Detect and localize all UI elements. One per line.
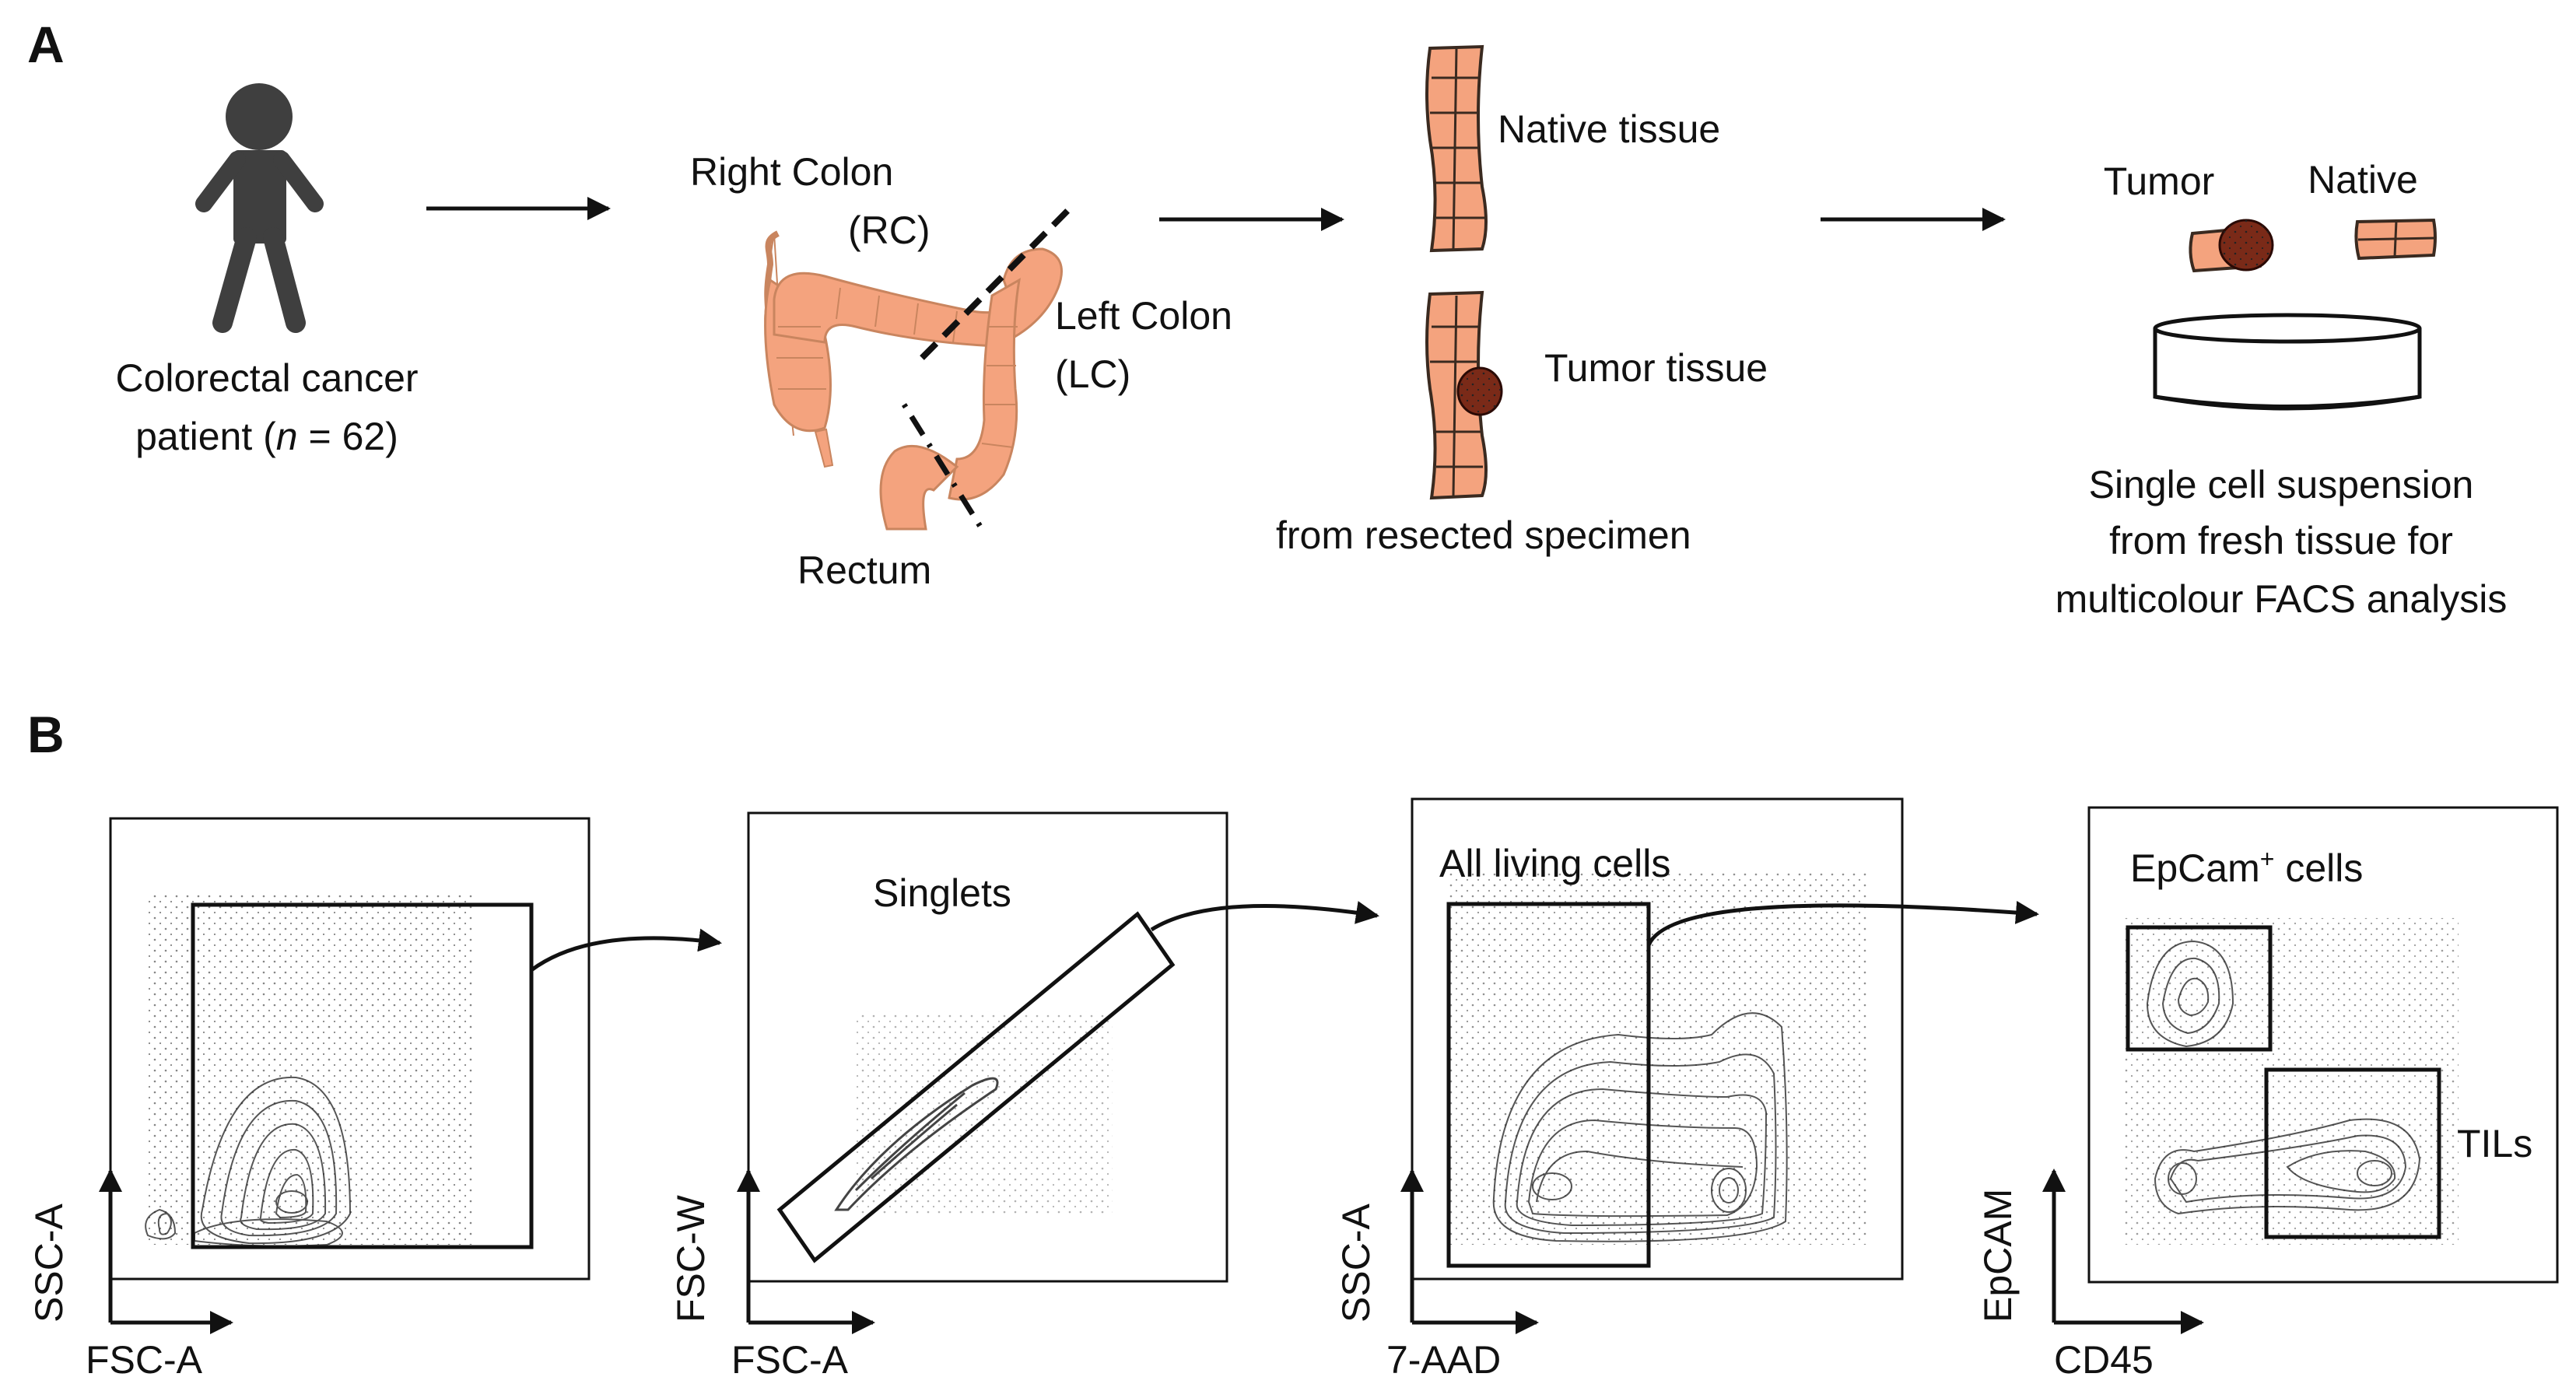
patient-person-icon	[195, 83, 324, 333]
tumor-tissue-label: Tumor tissue	[1544, 346, 1768, 390]
tumor-piece-label: Tumor	[2104, 159, 2215, 203]
gating-arrow-1	[530, 928, 722, 972]
plot-1-gate	[191, 902, 534, 1249]
plot-1-xlabel: FSC-A	[86, 1338, 203, 1382]
facs-plot-2: Singlets	[747, 811, 1228, 1283]
plot-4-gate-label-epcam: EpCam+ cells	[2130, 845, 2363, 890]
processing-text-line2: from fresh tissue for	[2109, 519, 2453, 562]
patient-label-line1: Colorectal cancer	[115, 356, 418, 400]
plot-2-gate	[776, 911, 1176, 1263]
plot-3-axes: 7-AAD SSC-A	[1334, 1169, 1539, 1382]
resected-specimen-label: from resected specimen	[1276, 513, 1691, 557]
left-colon-abbr: (LC)	[1055, 352, 1130, 396]
gating-arrow-3	[1646, 901, 2039, 947]
rectum-label: Rectum	[797, 548, 931, 592]
plot-3-frame	[1411, 797, 1904, 1281]
plot-3-gate-label: All living cells	[1439, 842, 1670, 885]
plot-1-scatter	[148, 895, 475, 1245]
facs-plot-3: All living cells	[1411, 797, 1904, 1281]
native-tissue-strip-icon	[1425, 44, 1488, 253]
petri-dish-icon	[2153, 313, 2422, 411]
tumor-tissue-strip-icon	[1425, 290, 1503, 500]
rc-lc-boundary-line	[920, 206, 1072, 360]
panel-letter-a: A	[27, 16, 65, 73]
plot-2-axes: FSC-A FSC-W	[669, 1169, 875, 1382]
tumor-piece-icon	[2189, 219, 2274, 273]
plot-2-frame	[747, 811, 1228, 1283]
plot-3-scatter	[1447, 871, 1867, 1245]
plot-4-ylabel: EpCAM	[1976, 1189, 2020, 1323]
right-colon-abbr: (RC)	[848, 208, 931, 252]
plot-4-frame	[2087, 806, 2559, 1284]
plot-3-gate	[1446, 902, 1651, 1268]
plot-4-xlabel: CD45	[2054, 1338, 2154, 1382]
native-piece-label: Native	[2308, 158, 2418, 201]
native-tissue-label: Native tissue	[1498, 107, 1720, 151]
plot-2-gate-label: Singlets	[873, 871, 1011, 915]
processing-text-line3: multicolour FACS analysis	[2056, 577, 2508, 621]
plot-1-ylabel: SSC-A	[27, 1204, 71, 1323]
facs-plot-4: EpCam+ cells TILs	[2087, 806, 2559, 1284]
colon-illustration	[764, 206, 1072, 531]
panel-letter-b: B	[27, 706, 65, 763]
plot-4-scatter	[2124, 918, 2459, 1245]
plot-3-xlabel: 7-AAD	[1386, 1338, 1501, 1382]
plot-4-gate-epcam	[2126, 925, 2273, 1052]
plot-2-ylabel: FSC-W	[669, 1194, 713, 1323]
gating-arrow-2	[1150, 901, 1379, 932]
right-colon-label: Right Colon	[690, 150, 893, 194]
plot-4-axes: CD45 EpCAM	[1976, 1169, 2204, 1382]
plot-4-gate-tils	[2264, 1067, 2441, 1239]
native-piece-icon	[2354, 218, 2437, 261]
lc-rectum-boundary-line	[902, 403, 984, 531]
left-colon-label: Left Colon	[1055, 294, 1232, 338]
processing-text-line1: Single cell suspension	[2089, 463, 2474, 506]
plot-2-xlabel: FSC-A	[731, 1338, 849, 1382]
plot-3-ylabel: SSC-A	[1334, 1204, 1378, 1323]
facs-plot-1	[109, 817, 591, 1281]
patient-label-line2: patient (n = 62)	[135, 415, 398, 458]
plot-4-gate-label-tils: TILs	[2457, 1122, 2532, 1165]
plot-1-frame	[109, 817, 591, 1281]
plot-1-axes: FSC-A SSC-A	[27, 1169, 233, 1382]
